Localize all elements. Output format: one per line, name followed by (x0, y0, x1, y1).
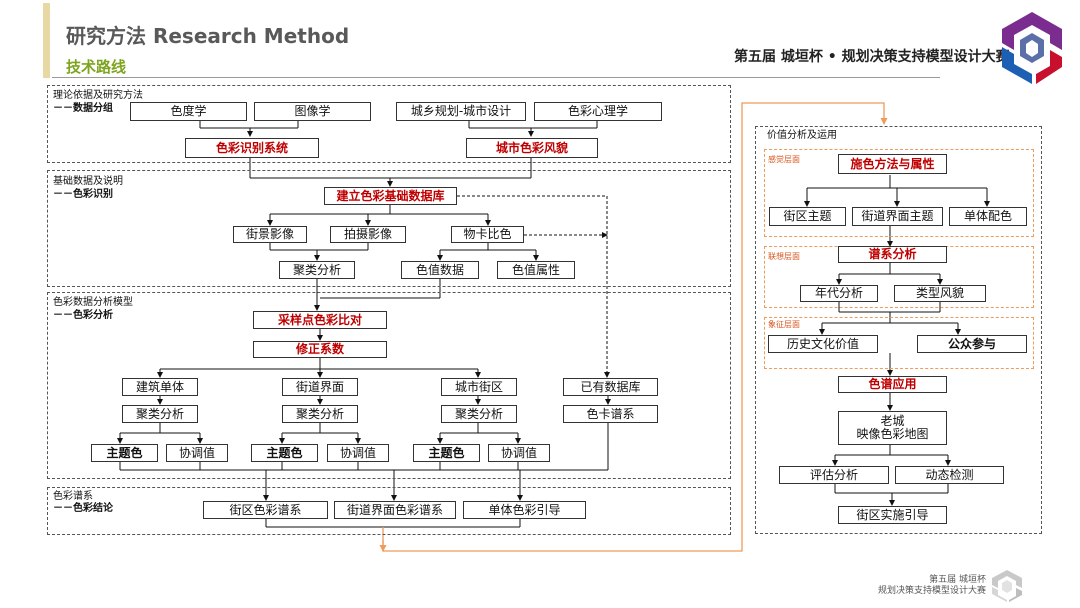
node-harmony-building: 协调值 (166, 444, 228, 462)
section-theory-subtitle: －－数据分组 (53, 103, 113, 114)
node-cluster-block: 聚类分析 (441, 405, 517, 423)
node-main-color-building: 主题色 (91, 444, 158, 462)
node-unit-color-guide: 单体色彩引导 (463, 501, 586, 519)
node-correction: 修正系数 (253, 341, 387, 358)
layer-symbol-label: 象征层面 (768, 320, 800, 329)
node-heritage-value: 历史文化价值 (768, 335, 878, 353)
node-street-spectrum: 街道界面色彩谱系 (334, 501, 456, 519)
node-street-theme: 街道界面主题 (852, 207, 943, 226)
footer-line2: 规划决策支持模型设计大赛 (877, 586, 986, 596)
section-model-title: 色彩数据分析模型 (53, 297, 133, 308)
node-harmony-street: 协调值 (327, 444, 389, 462)
node-city-block: 城市街区 (441, 378, 517, 396)
node-spectrum-application: 色谱应用 (838, 376, 947, 393)
node-colorimetry: 色度学 (130, 102, 247, 121)
node-building: 建筑单体 (122, 378, 198, 396)
node-street-image: 街景影像 (233, 226, 307, 243)
header-accent-bar (43, 3, 50, 78)
node-cluster-street: 聚类分析 (282, 405, 358, 423)
node-spectrum-analysis: 谱系分析 (838, 246, 947, 263)
node-evaluation: 评估分析 (779, 466, 889, 484)
layer-association-label: 联想层面 (768, 252, 800, 261)
section-basic-subtitle: －－色彩识别 (53, 189, 113, 200)
node-color-map-line1: 老城 (880, 414, 905, 428)
section-value-analysis (755, 126, 1042, 534)
node-color-map: 老城 映像色彩地图 (838, 411, 947, 445)
section-theory (47, 85, 731, 163)
section-analysis-model (47, 292, 731, 479)
section-theory-title: 理论依据及研究方法 (53, 90, 143, 101)
layer-perception-label: 感觉层面 (768, 155, 800, 164)
node-card-spectrum: 色卡谱系 (563, 405, 658, 423)
node-street-interface: 街道界面 (282, 378, 358, 396)
node-color-map-line2: 映像色彩地图 (856, 427, 929, 441)
node-block-spectrum: 街区色彩谱系 (203, 501, 328, 519)
node-color-value-attr: 色值属性 (497, 261, 575, 279)
node-unit-match: 单体配色 (949, 207, 1027, 226)
competition-title: 第五届 城垣杯 • 规划决策支持模型设计大赛 (734, 49, 1010, 65)
node-public-participation: 公众参与 (917, 335, 1027, 353)
section-value-title: 价值分析及运用 (767, 130, 837, 141)
node-main-color-street: 主题色 (251, 444, 318, 462)
section-model-subtitle: －－色彩分析 (53, 310, 113, 321)
node-block-guide: 街区实施引导 (838, 506, 947, 524)
node-sample-compare: 采样点色彩比对 (253, 311, 387, 329)
section-basic-data (47, 170, 731, 287)
footer-logo-icon (992, 570, 1022, 602)
node-color-id-system: 色彩识别系统 (185, 138, 319, 158)
node-build-database: 建立色彩基础数据库 (324, 187, 457, 205)
node-urban-design: 城乡规划-城市设计 (396, 102, 526, 121)
node-era-analysis: 年代分析 (800, 285, 878, 302)
section-spectrum-title: 色彩谱系 (53, 491, 93, 502)
node-imaging: 图像学 (254, 102, 371, 121)
footer-caption: 第五届 城垣杯 规划决策支持模型设计大赛 (858, 575, 986, 597)
section-basic-title: 基础数据及说明 (53, 176, 123, 187)
node-harmony-block: 协调值 (488, 444, 550, 462)
node-color-psychology: 色彩心理学 (534, 102, 662, 121)
competition-logo-icon (1002, 12, 1062, 84)
section-color-spectrum (47, 487, 731, 535)
node-dynamic-monitor: 动态检测 (895, 466, 1004, 484)
node-city-color-style: 城市色彩风貌 (466, 138, 598, 158)
node-card-compare: 物卡比色 (451, 226, 524, 243)
section-spectrum-subtitle: －－色彩结论 (53, 503, 113, 514)
node-cluster-building: 聚类分析 (122, 405, 198, 423)
layer-symbol (764, 317, 1034, 369)
node-cluster-basic: 聚类分析 (279, 261, 355, 279)
node-photo-image: 拍摄影像 (330, 226, 406, 243)
node-block-theme: 街区主题 (769, 207, 846, 226)
node-existing-database: 已有数据库 (563, 378, 658, 396)
page-subtitle: 技术路线 (66, 58, 127, 76)
header-divider (52, 77, 940, 78)
page-title: 研究方法 Research Method (66, 24, 350, 48)
footer-line1: 第五届 城垣杯 (929, 575, 986, 585)
layer-perception (764, 149, 1034, 237)
node-main-color-block: 主题色 (413, 444, 480, 462)
node-color-value-data: 色值数据 (401, 261, 479, 279)
node-color-method: 施色方法与属性 (838, 154, 947, 174)
node-type-style: 类型风貌 (894, 285, 986, 302)
